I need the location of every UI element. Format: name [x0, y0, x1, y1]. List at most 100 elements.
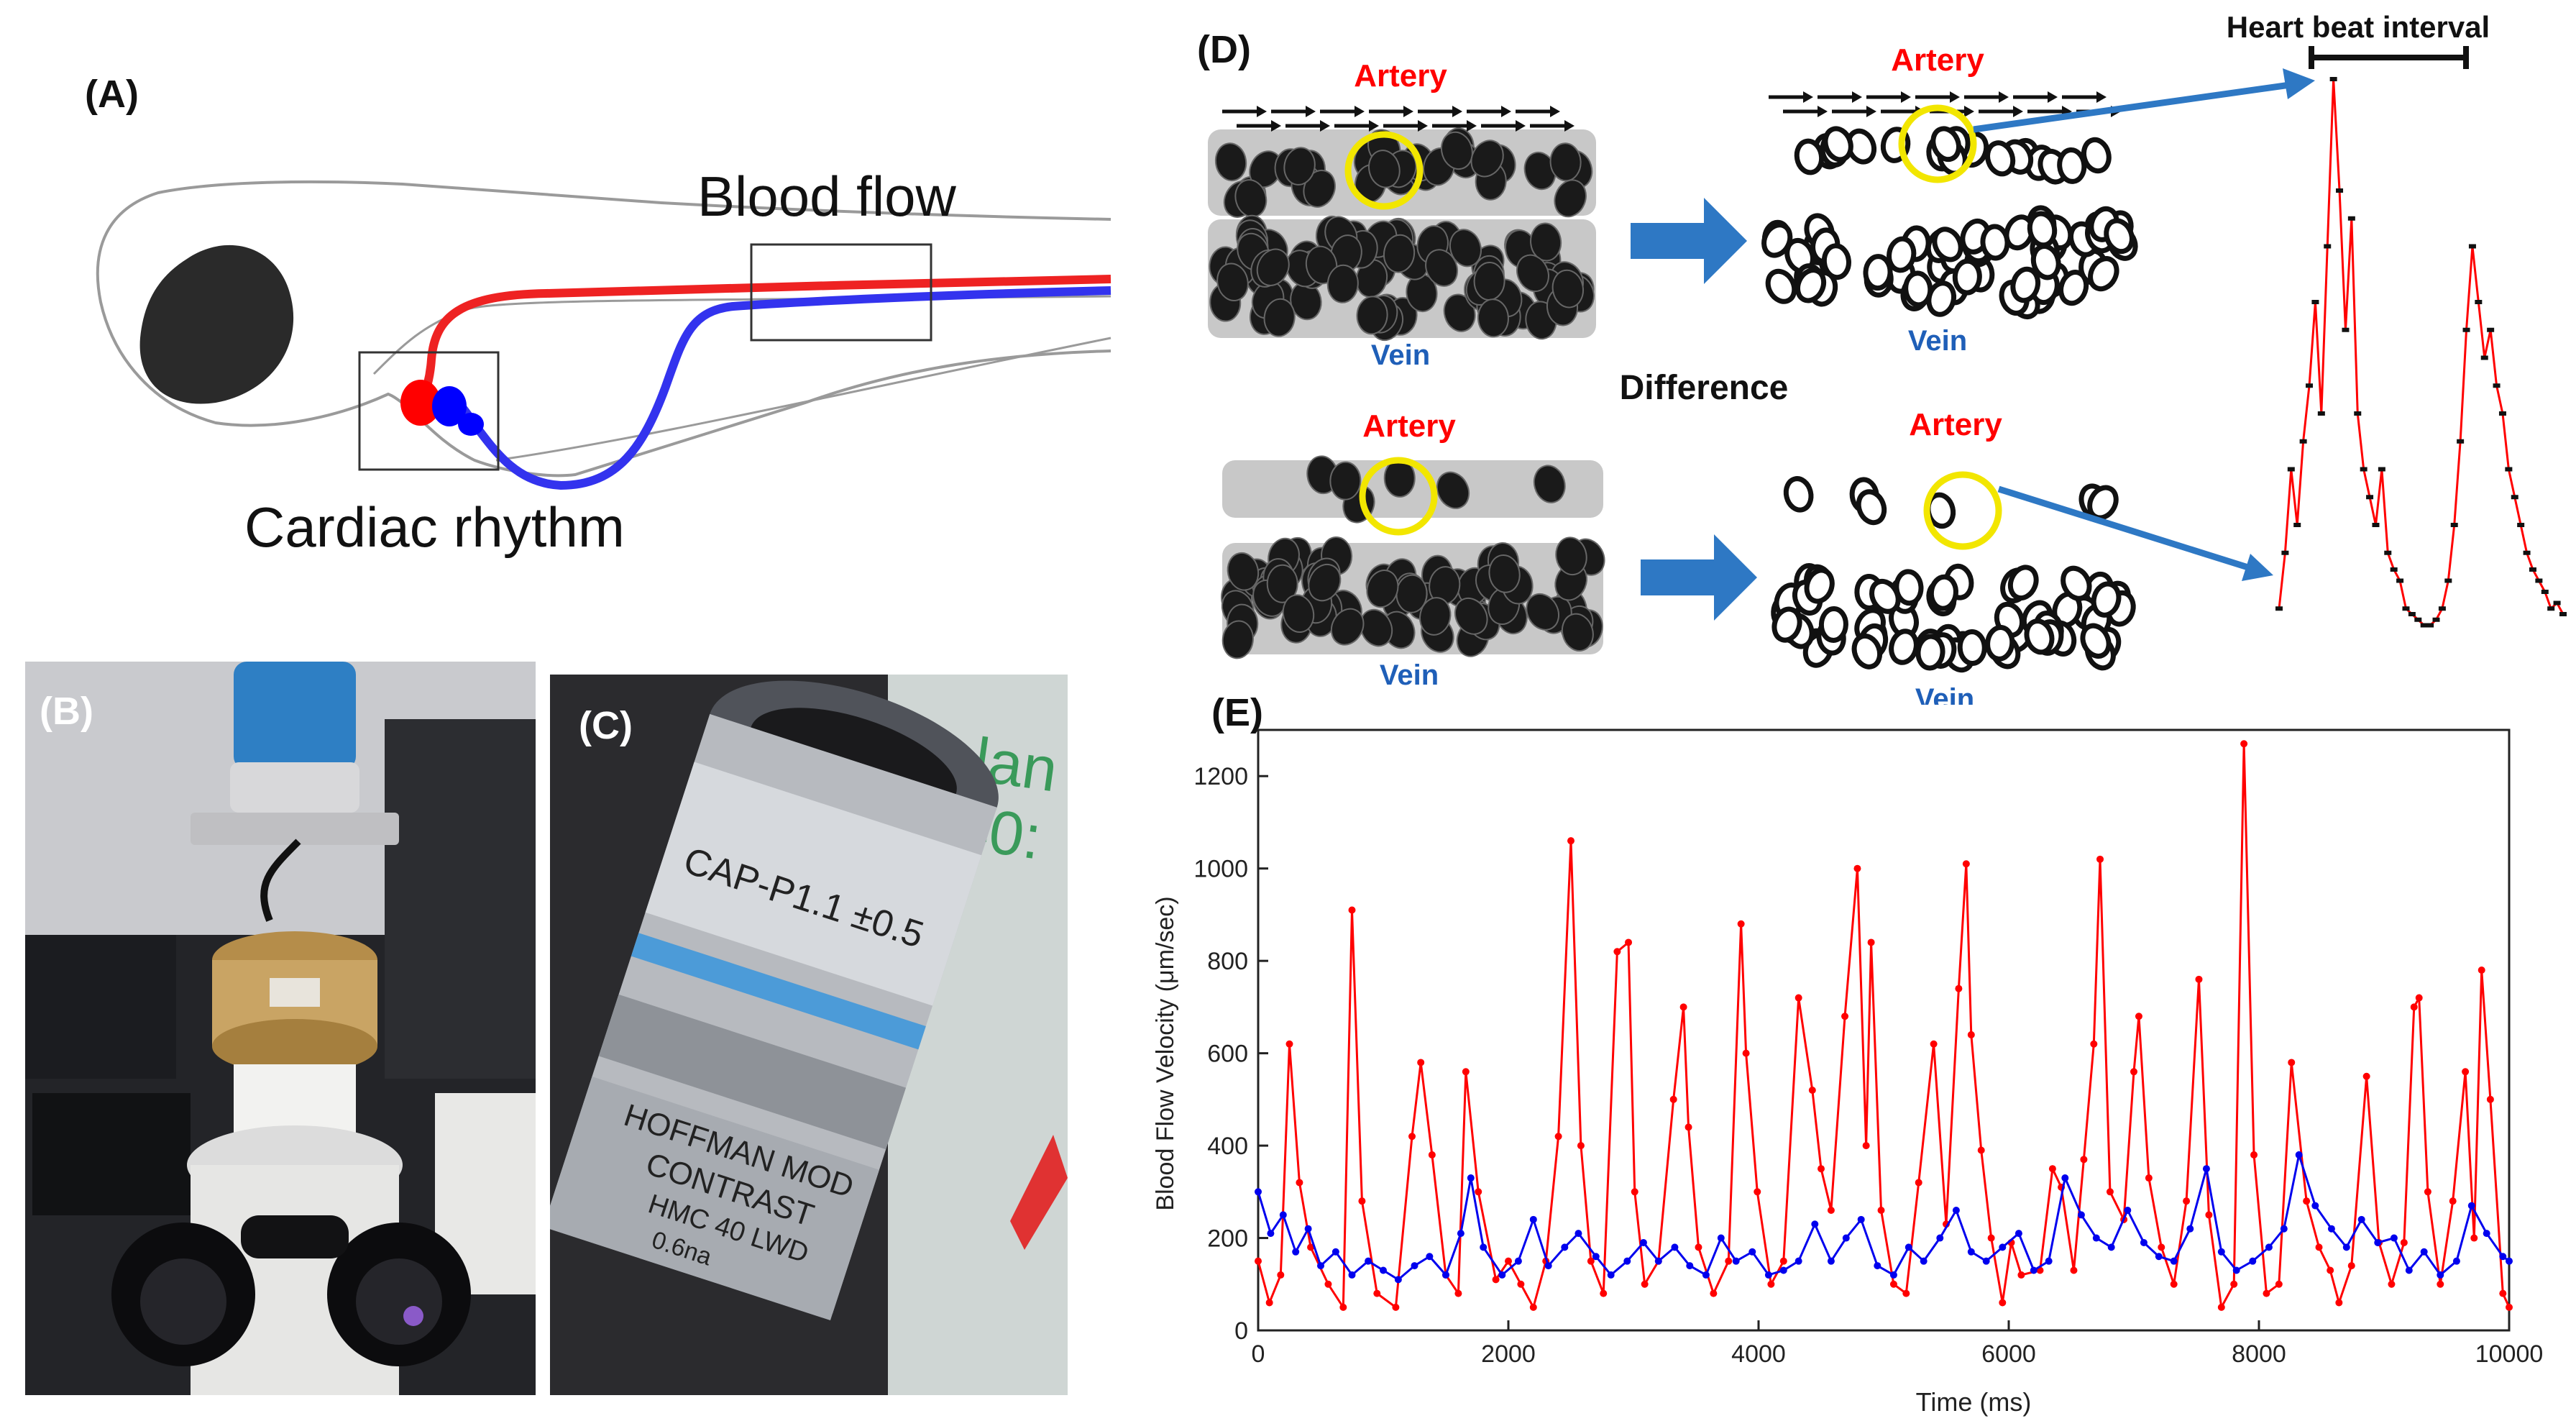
blood-cell: [1368, 150, 1401, 188]
highlight-circle-1: [1344, 131, 1424, 210]
x-tick-label: 0: [1252, 1340, 1265, 1368]
artery-line: [416, 275, 1111, 408]
series-point-0: [1853, 864, 1861, 872]
y-tick-label: 800: [1207, 948, 1248, 975]
series-point-0: [1915, 1179, 1922, 1187]
larva-body-outline: [96, 180, 1111, 478]
series-point-0: [1475, 1188, 1482, 1196]
heart-atrium-red: [400, 380, 441, 426]
series-point-1: [2249, 1257, 2257, 1265]
blood-cell-outline: [1771, 606, 1802, 643]
series-point-0: [2470, 1234, 2478, 1242]
series-point-0: [1339, 1303, 1347, 1311]
series-point-0: [1669, 1095, 1677, 1103]
heartbeat-trace-point: [2444, 578, 2452, 583]
series-point-0: [2183, 1197, 2191, 1205]
series-point-0: [1285, 1040, 1293, 1048]
series-point-0: [2106, 1188, 2114, 1196]
flow-arrowhead: [1866, 106, 1876, 117]
series-point-0: [1408, 1133, 1416, 1141]
artery-label-bottom-right: Artery: [1909, 407, 2002, 442]
heartbeat-trace-point: [2541, 590, 2549, 594]
flow-arrowhead: [1418, 120, 1428, 132]
blood-cell-outline: [2058, 270, 2089, 306]
series-point-0: [2090, 1040, 2098, 1048]
blood-cell-outline: [2061, 565, 2092, 601]
blood-cell: [1477, 298, 1509, 338]
blood-cell-outline: [1863, 254, 1893, 291]
blood-cell: [1516, 254, 1549, 293]
blood-cell: [1282, 594, 1315, 634]
series-point-0: [1754, 1188, 1761, 1196]
pointer-arrow-bottom: [1997, 485, 2252, 572]
series-point-1: [2155, 1253, 2163, 1261]
series-point-1: [1304, 1225, 1312, 1233]
series-point-0: [2347, 1262, 2355, 1270]
series-point-1: [2140, 1238, 2148, 1246]
heartbeat-trace-point: [2468, 244, 2476, 249]
series-point-1: [1967, 1248, 1975, 1256]
blood-cell-outline: [1926, 280, 1957, 317]
heartbeat-trace-point: [2324, 244, 2332, 249]
series-point-0: [2217, 1303, 2225, 1311]
series-point-1: [1394, 1276, 1402, 1284]
series-point-0: [2335, 1299, 2343, 1307]
flow-arrowhead: [1403, 106, 1413, 117]
x-tick-label: 8000: [2232, 1340, 2286, 1368]
flow-arrowhead: [2096, 91, 2107, 103]
heartbeat-trace-point: [2438, 606, 2446, 611]
series-point-0: [1613, 948, 1621, 956]
blood-cell-outline: [2091, 581, 2122, 618]
series-point-0: [2096, 855, 2104, 863]
series-point-1: [2280, 1225, 2288, 1233]
series-point-0: [1902, 1289, 1910, 1297]
heartbeat-trace-point: [2432, 617, 2440, 622]
series-point-0: [1631, 1188, 1638, 1196]
pointer-arrowhead-top: [2283, 68, 2315, 99]
x-axis-label: Time (ms): [1916, 1387, 2032, 1417]
heartbeat-trace-point: [2517, 523, 2525, 527]
pointer-arrowhead-bottom: [2242, 554, 2273, 581]
series-point-0: [2437, 1280, 2444, 1288]
flow-arrowhead: [1999, 91, 2009, 103]
series-point-0: [1679, 1003, 1687, 1011]
vein-label-top-right: Vein: [1908, 325, 1967, 357]
series-point-1: [1920, 1257, 1928, 1265]
blood-cell-outline: [2081, 137, 2112, 174]
heartbeat-trace-point: [2414, 617, 2422, 622]
series-point-1: [1331, 1248, 1339, 1256]
heartbeat-trace-point: [2498, 411, 2506, 416]
panel-b-label: (B): [40, 690, 93, 733]
blood-cell: [1554, 179, 1587, 218]
series-point-0: [2130, 1068, 2137, 1076]
series-point-0: [2499, 1289, 2507, 1297]
heartbeat-trace-point: [2457, 439, 2465, 444]
series-point-1: [1999, 1243, 2007, 1251]
series-point-0: [2205, 1211, 2213, 1219]
blood-cell-outline: [2057, 147, 2087, 184]
blood-cell-outline: [1932, 227, 1963, 262]
vein-line: [440, 286, 1111, 490]
series-point-1: [2452, 1257, 2460, 1265]
series-point-1: [2265, 1243, 2273, 1251]
series-point-1: [1292, 1248, 1300, 1256]
blood-cell-outline: [1985, 140, 2016, 177]
microscope-photo: [25, 662, 536, 1395]
series-point-0: [2327, 1266, 2334, 1274]
series-point-0: [1492, 1276, 1500, 1284]
series-point-1: [1544, 1262, 1552, 1270]
series-point-1: [1348, 1271, 1356, 1279]
series-point-1: [1457, 1230, 1465, 1238]
series-point-1: [1380, 1266, 1387, 1274]
series-point-0: [1307, 1243, 1315, 1251]
blood-cell-outline: [1851, 633, 1883, 670]
blood-cell: [1555, 536, 1587, 576]
series-point-0: [1867, 938, 1875, 946]
series-point-1: [1607, 1271, 1615, 1279]
series-point-0: [1685, 1123, 1692, 1131]
blood-cell: [1214, 142, 1247, 182]
heartbeat-trace-point: [2553, 600, 2561, 606]
series-point-0: [2288, 1059, 2296, 1066]
series-point-0: [2410, 1003, 2418, 1011]
series-point-1: [1795, 1257, 1802, 1265]
